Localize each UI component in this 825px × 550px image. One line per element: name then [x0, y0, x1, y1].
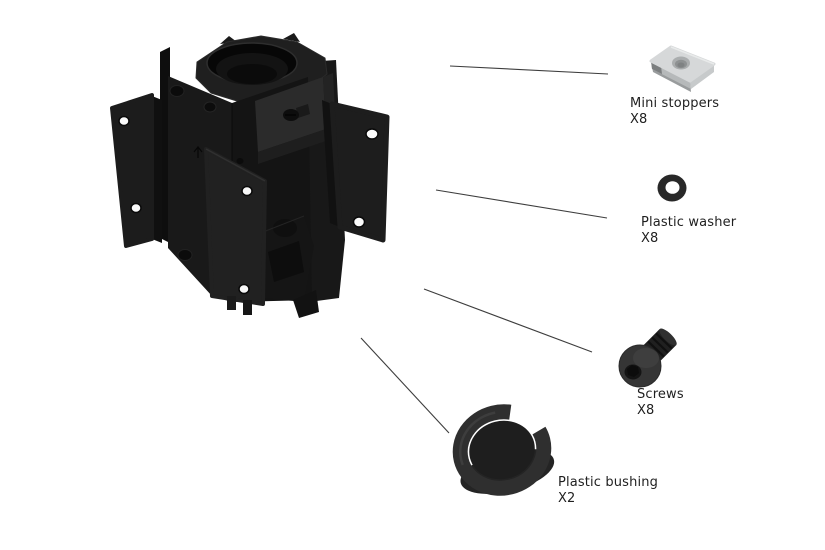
left-flange-hole-bottom [130, 202, 142, 214]
mini-stopper-illustration [649, 45, 716, 92]
part-label-plastic-washer: Plastic washer X8 [641, 215, 736, 247]
front-plate-hole-top [241, 185, 253, 197]
plastic-bushing-illustration [452, 404, 555, 496]
leader-line-plastic-bushing [360, 337, 450, 434]
part-name: Plastic bushing [558, 475, 659, 490]
screw-illustration [618, 328, 677, 388]
leader-line-mini-stoppers [449, 65, 609, 75]
part-qty: X8 [630, 112, 648, 127]
up-arrow-engraving [193, 146, 203, 158]
part-name: Mini stoppers [630, 96, 720, 111]
part-qty: X8 [637, 403, 655, 418]
left-flange-hole-top [118, 115, 130, 127]
part-qty: X8 [641, 231, 659, 246]
bracket-illustration [110, 33, 390, 318]
part-name: Plastic washer [641, 215, 737, 230]
part-label-plastic-bushing: Plastic bushing X2 [558, 475, 658, 507]
left-flange [110, 93, 154, 248]
plastic-washer-illustration [657, 174, 687, 202]
front-plate-hole-bottom [238, 283, 250, 295]
right-flange-hole-bottom [352, 216, 366, 228]
part-qty: X2 [558, 491, 576, 506]
part-label-mini-stoppers: Mini stoppers X8 [630, 96, 719, 128]
part-label-screws: Screws X8 [637, 387, 684, 419]
right-flange-hole-top [365, 128, 379, 140]
part-name: Screws [637, 387, 684, 402]
leader-line-plastic-washer [435, 189, 608, 219]
leader-line-screws [423, 288, 593, 353]
